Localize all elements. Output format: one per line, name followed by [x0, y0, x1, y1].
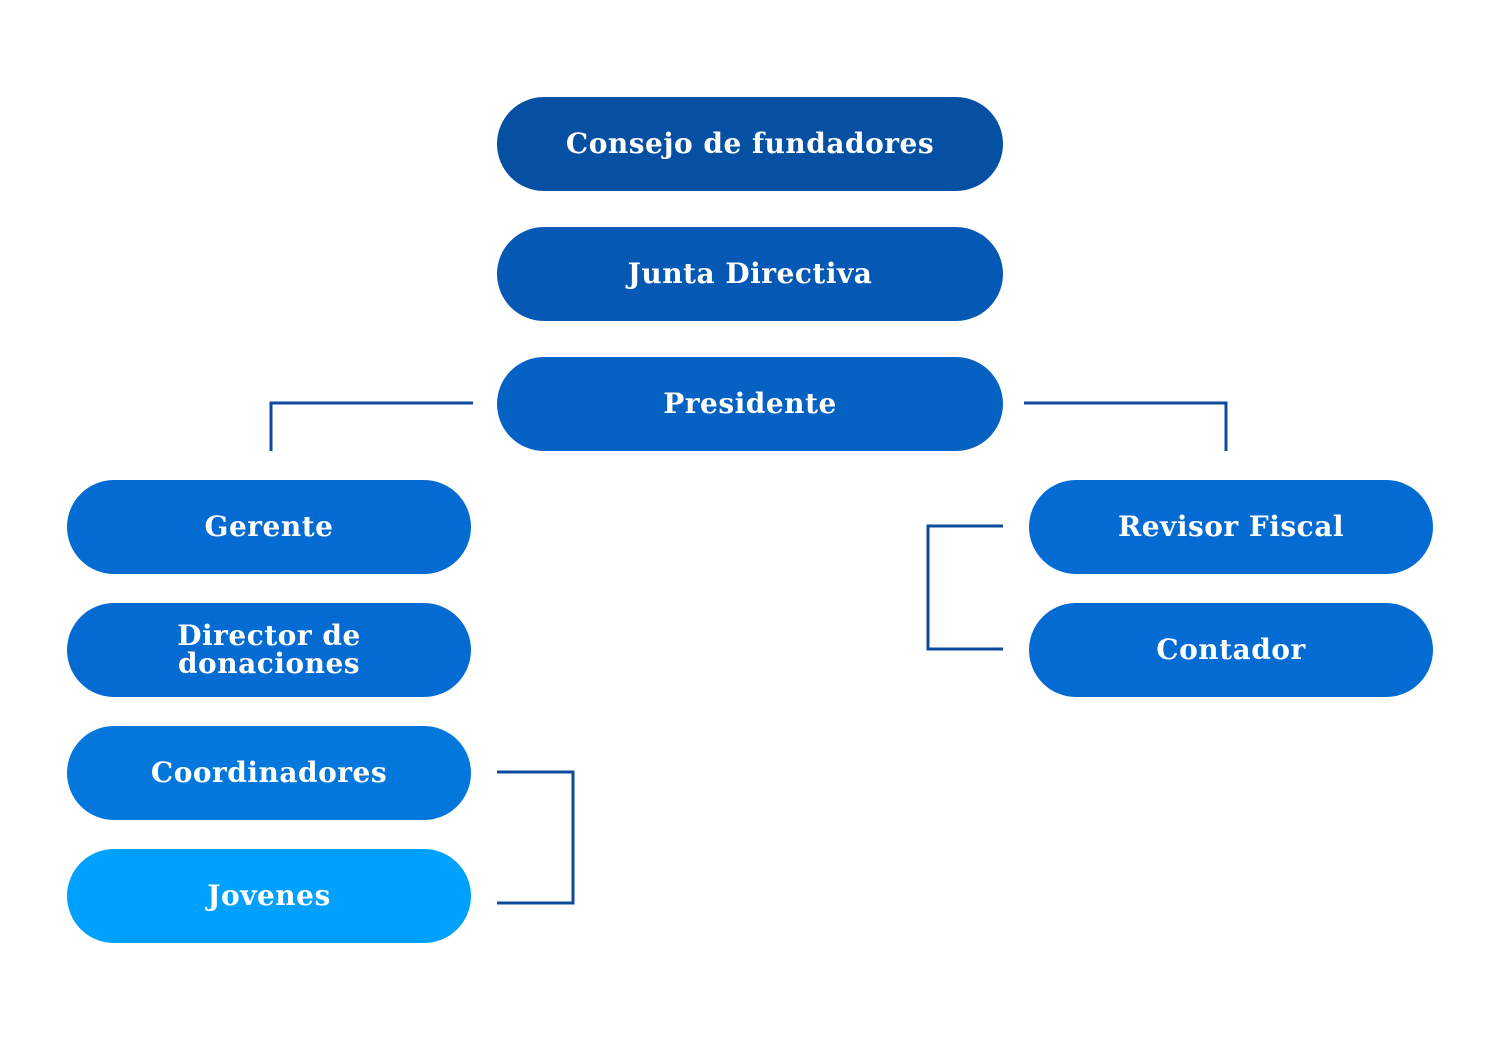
node-coordinadores: Coordinadores — [67, 726, 471, 820]
node-label: Consejo de fundadores — [565, 127, 935, 160]
node-presidente: Presidente — [497, 357, 1003, 451]
node-label: Gerente — [204, 510, 334, 543]
node-gerente: Gerente — [67, 480, 471, 574]
node-revisor-fiscal: Revisor Fiscal — [1029, 480, 1433, 574]
node-jovenes: Jovenes — [67, 849, 471, 943]
node-label: Revisor Fiscal — [1117, 510, 1345, 543]
node-label: Coordinadores — [150, 756, 388, 789]
connector-revisor-contador — [926, 524, 1003, 651]
node-consejo-de-fundadores: Consejo de fundadores — [497, 97, 1003, 191]
node-junta-directiva: Junta Directiva — [497, 227, 1003, 321]
connector-presidente-revisor — [1024, 401, 1228, 451]
connector-presidente-gerente — [269, 401, 473, 451]
node-director-de-donaciones: Director de donaciones — [67, 603, 471, 697]
node-label: Jovenes — [207, 879, 331, 912]
node-label: Junta Directiva — [627, 257, 873, 290]
connector-coordinadores-jovenes — [497, 770, 575, 905]
node-label: Director de donaciones — [177, 619, 361, 680]
node-label: Presidente — [663, 387, 837, 420]
node-contador: Contador — [1029, 603, 1433, 697]
node-label: Contador — [1156, 633, 1306, 666]
